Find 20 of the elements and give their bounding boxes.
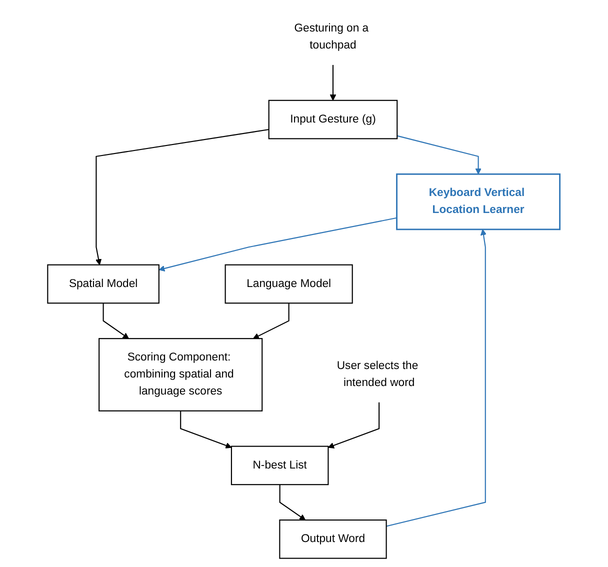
arrow bbox=[253, 302, 290, 338]
node-box bbox=[396, 172, 561, 230]
node-box bbox=[98, 338, 263, 411]
arrow bbox=[328, 402, 380, 448]
arrow bbox=[180, 410, 232, 448]
arrow bbox=[330, 64, 336, 100]
node-box bbox=[279, 519, 388, 558]
arrow bbox=[397, 134, 482, 174]
arrow bbox=[158, 216, 398, 272]
node-text: User selects the intended word bbox=[337, 359, 418, 388]
arrow bbox=[386, 228, 487, 526]
node-box bbox=[47, 264, 160, 304]
flowchart: Gesturing on a touchpad Input Gesture (g) Keyboard Vertical Location Learner Spatial Model Language Model Scoring Component: combining spatial and language scores N-best List User selects the intended word Output Word bbox=[42, 4, 566, 564]
arrow bbox=[103, 302, 130, 338]
node-box bbox=[231, 445, 329, 485]
node-box bbox=[225, 264, 354, 304]
arrow bbox=[96, 128, 270, 265]
arrow bbox=[280, 484, 306, 520]
node-text: Gesturing on a touchpad bbox=[294, 22, 369, 51]
node-box bbox=[268, 99, 398, 139]
